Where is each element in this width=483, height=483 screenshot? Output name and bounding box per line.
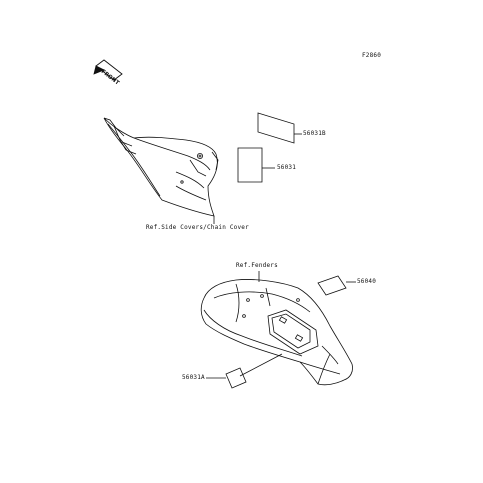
rear-fender-part [200, 279, 353, 386]
decal-56031b-shape [257, 112, 295, 144]
diagram-code: F2860 [362, 52, 382, 59]
decal-56031-shape [237, 147, 263, 183]
front-arrow-icon: FRONT [93, 59, 123, 87]
part-label-56031b: 56031B [303, 130, 326, 137]
ref-side-covers-label: Ref.Side Covers/Chain Cover [146, 224, 249, 231]
ref-fenders-label: Ref.Fenders [236, 262, 278, 269]
part-label-56040: 56040 [357, 278, 377, 285]
side-cover-part [103, 117, 219, 217]
part-label-56031a: 56031A [182, 374, 205, 381]
decal-56040-shape [317, 275, 347, 296]
decal-56031a-shape [225, 367, 247, 389]
part-label-56031: 56031 [277, 164, 297, 171]
